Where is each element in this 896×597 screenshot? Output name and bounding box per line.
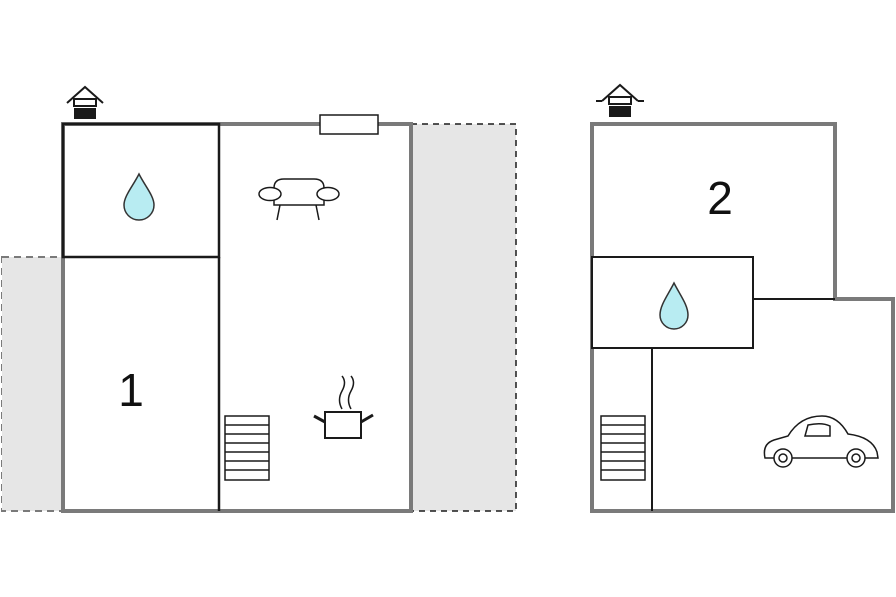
entrance-icon	[596, 83, 644, 117]
floor-label-1: 1	[118, 364, 144, 416]
floor-plan-1: 1	[1, 85, 517, 513]
car-icon	[763, 415, 879, 468]
stairs-icon	[600, 415, 646, 481]
sofa-icon	[258, 178, 340, 221]
entrance-icon	[66, 85, 104, 119]
bathroom-1	[61, 122, 221, 259]
window	[319, 114, 379, 135]
water-drop-icon	[123, 172, 155, 221]
cooking-pot-icon	[313, 375, 374, 439]
floor-plan-2: 2	[590, 83, 895, 513]
stairs-icon	[224, 415, 270, 481]
water-drop-icon	[659, 281, 689, 330]
floor-label-2: 2	[707, 172, 733, 224]
